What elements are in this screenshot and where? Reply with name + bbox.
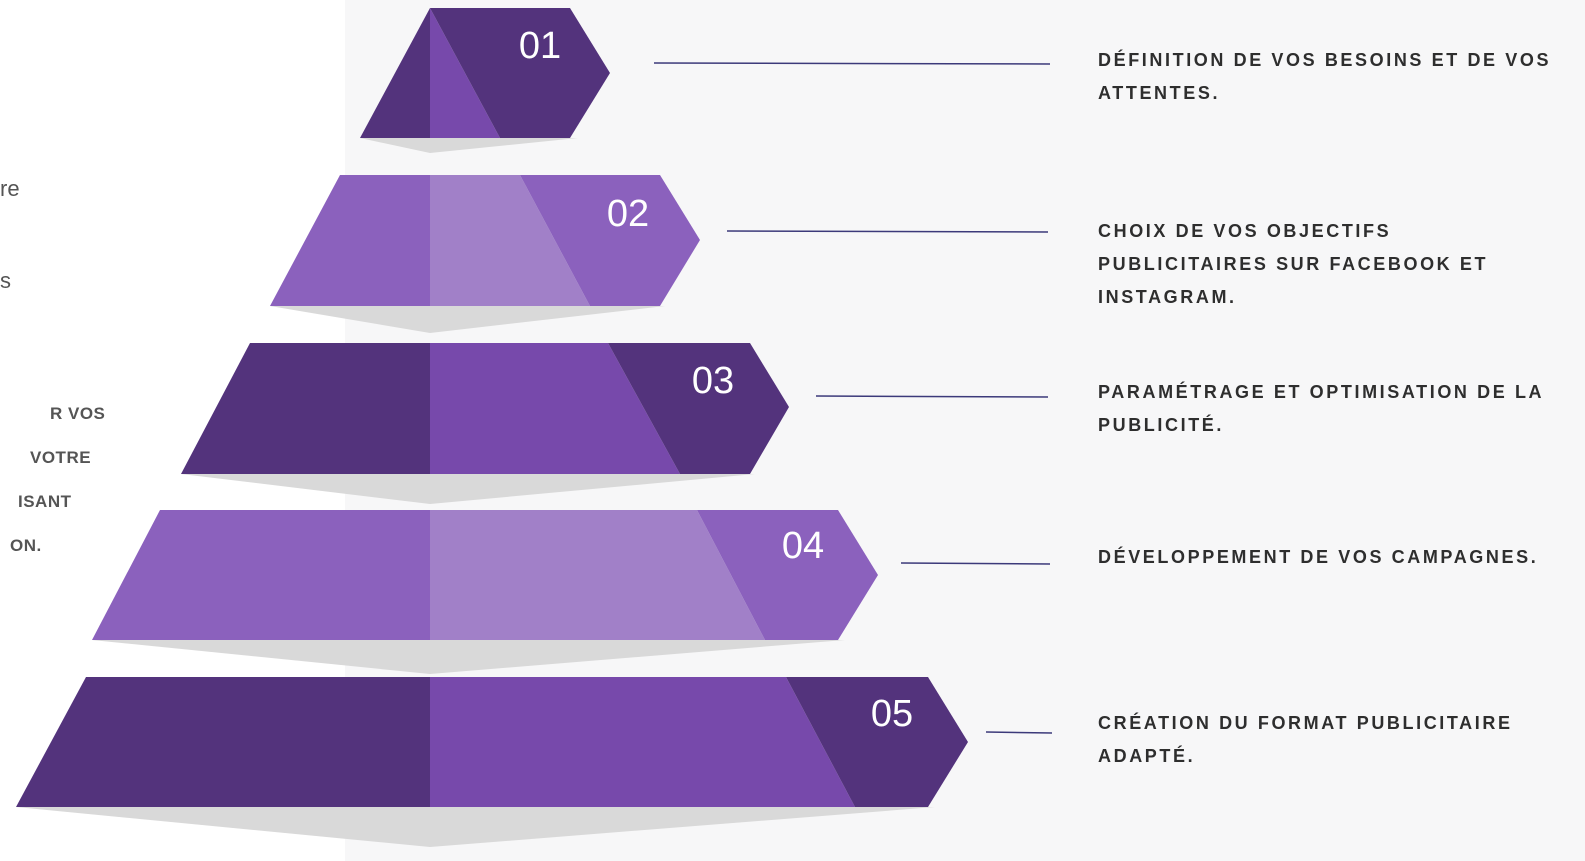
- step-number-05: 05: [871, 693, 913, 735]
- tier-left-face: [360, 8, 430, 138]
- step-label-04: DÉVELOPPEMENT DE VOS CAMPAGNES.: [1098, 547, 1539, 567]
- tier-shadow: [181, 474, 755, 504]
- pyramid-tier-05: 05: [16, 677, 968, 847]
- pyramid-tier-04: 04: [92, 510, 878, 674]
- left-bold-fragment: VOTRE: [30, 448, 92, 467]
- connector-line-03: [815, 395, 1049, 398]
- tier-shadow: [360, 138, 578, 153]
- tier-middle-face: [430, 175, 590, 306]
- tier-middle-face: [430, 510, 765, 640]
- tier-shadow: [16, 807, 935, 847]
- left-bold-fragment: R VOS: [50, 404, 106, 423]
- connector-line-02: [726, 230, 1049, 233]
- tier-shadow: [270, 306, 665, 333]
- step-label-05: CRÉATION DU FORMAT PUBLICITAIRE ADAPTÉ.: [1098, 713, 1513, 766]
- tier-shadow: [92, 640, 845, 674]
- pyramid-tier-01: 01: [360, 8, 610, 153]
- left-text-fragment: s: [0, 268, 11, 293]
- tier-middle-face: [430, 677, 855, 807]
- step-label-03: PARAMÉTRAGE ET OPTIMISATION DE LA PUBLIC…: [1098, 382, 1544, 435]
- left-bold-fragment: ON.: [10, 536, 42, 555]
- tier-right-face: [786, 677, 968, 807]
- connector-line-01: [653, 62, 1051, 65]
- step-number-03: 03: [692, 360, 734, 402]
- step-label-02: CHOIX DE VOS OBJECTIFS PUBLICITAIRES SUR…: [1098, 221, 1489, 307]
- left-bold-fragment: ISANT: [18, 492, 72, 511]
- connector-line-05: [985, 731, 1053, 734]
- pyramid-tier-03: 03: [181, 343, 789, 504]
- connector-line-04: [900, 562, 1051, 565]
- left-text-fragment: re: [0, 176, 20, 201]
- step-number-01: 01: [519, 25, 561, 67]
- pyramid-tier-02: 02: [270, 175, 700, 333]
- tier-right-face: [608, 343, 789, 474]
- tier-left-face: [92, 510, 430, 640]
- tier-right-face: [430, 8, 610, 138]
- tier-right-face: [697, 510, 878, 640]
- tier-middle-face: [430, 343, 680, 474]
- tier-left-face: [16, 677, 430, 807]
- tier-right-face: [520, 175, 700, 306]
- tier-left-face: [181, 343, 430, 474]
- step-label-01: DÉFINITION DE VOS BESOINS ET DE VOS ATTE…: [1098, 50, 1552, 103]
- step-number-02: 02: [607, 193, 649, 235]
- step-number-04: 04: [782, 525, 824, 567]
- tier-left-face: [270, 175, 430, 306]
